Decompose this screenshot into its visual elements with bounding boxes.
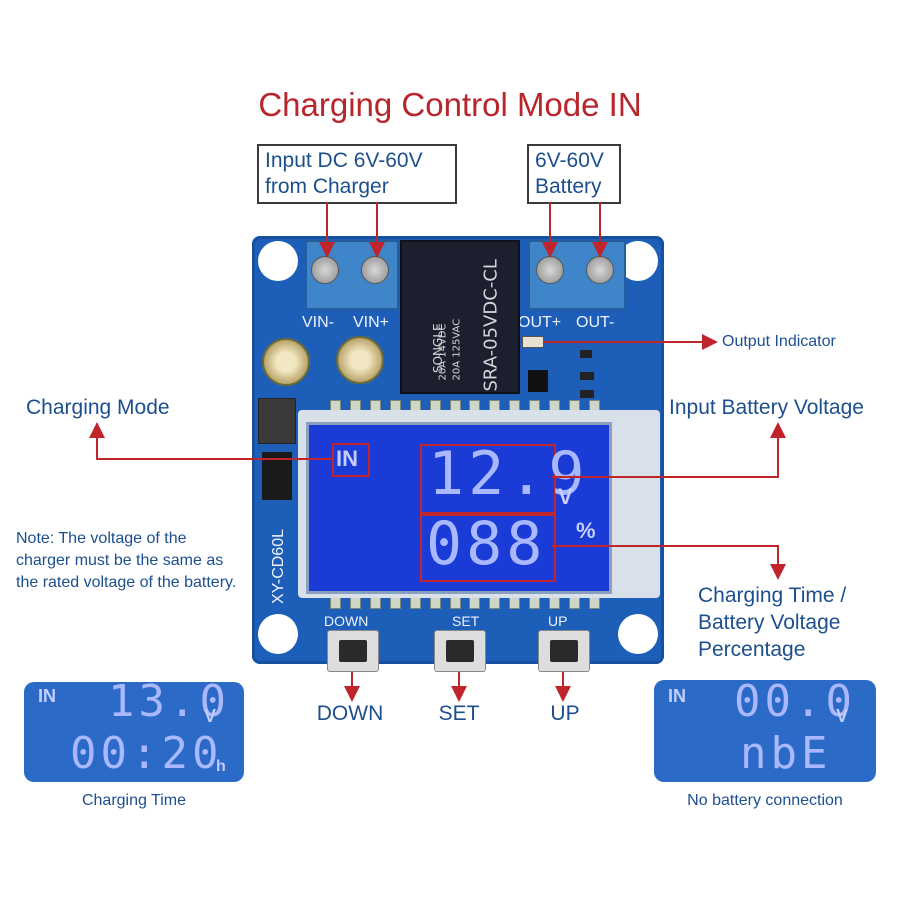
out-plus-label: OUT+ xyxy=(518,314,562,331)
mini-mode: IN xyxy=(668,686,686,706)
up-button[interactable] xyxy=(538,630,590,672)
smd-component xyxy=(580,350,592,358)
arrow-charging-mode xyxy=(89,422,332,460)
charging-time-lcd xyxy=(24,682,244,782)
arrow-charging-time xyxy=(552,545,786,580)
voltage-highlight xyxy=(420,444,556,514)
mode-highlight xyxy=(332,443,370,477)
mini-voltage-unit: V xyxy=(836,706,849,726)
vin-minus-label: VIN- xyxy=(302,314,334,331)
button-cap[interactable] xyxy=(550,640,578,662)
smd-component xyxy=(580,372,594,380)
screw xyxy=(536,256,564,284)
transistor xyxy=(528,370,548,392)
board-up-label: UP xyxy=(548,613,568,629)
arrow-input-battery-voltage xyxy=(552,422,786,478)
mini-status: nbE xyxy=(740,728,832,779)
output-indicator-annotation: Output Indicator xyxy=(722,333,836,350)
button-cap[interactable] xyxy=(446,640,474,662)
lcd-voltage: 12.9 xyxy=(428,439,589,509)
diagram-title: Charging Control Mode IN xyxy=(258,86,642,123)
capacitor xyxy=(336,336,384,384)
no-battery-caption: No battery connection xyxy=(687,792,843,809)
up-label: UP xyxy=(550,702,580,725)
lcd-percent: 088 xyxy=(426,509,547,579)
board-down-label: DOWN xyxy=(324,613,369,629)
screw xyxy=(586,256,614,284)
set-button[interactable] xyxy=(434,630,486,672)
lcd-mode: IN xyxy=(336,446,358,471)
mini-voltage: 13.0 xyxy=(108,676,230,727)
down-label: DOWN xyxy=(316,702,384,725)
main-lcd xyxy=(306,422,612,594)
relay xyxy=(400,240,520,394)
charging-mode-annotation: Charging Mode xyxy=(26,396,170,419)
charging-time-annotation: Charging Time / Battery Voltage Percenta… xyxy=(698,584,847,661)
out-minus-label: OUT- xyxy=(576,314,615,331)
inductor xyxy=(258,398,296,444)
mini-voltage-unit: V xyxy=(204,706,217,726)
board-set-label: SET xyxy=(452,613,480,629)
set-label: SET xyxy=(438,702,480,725)
lcd-voltage-unit: V xyxy=(558,484,573,509)
mount-hole xyxy=(258,241,298,281)
mini-time: 00:20 xyxy=(70,728,223,779)
battery-label: 6V-60V Battery xyxy=(527,144,621,204)
mini-voltage: 00.0 xyxy=(734,676,856,727)
button-cap[interactable] xyxy=(339,640,367,662)
mini-time-unit: h xyxy=(216,758,226,775)
no-battery-lcd xyxy=(654,680,876,782)
smd-component xyxy=(580,390,594,398)
input-battery-voltage-annotation: Input Battery Voltage xyxy=(669,396,864,419)
mount-hole xyxy=(258,614,298,654)
mount-hole xyxy=(618,614,658,654)
charging-time-caption: Charging Time xyxy=(81,792,187,809)
percent-highlight xyxy=(420,514,556,582)
input-dc-label: Input DC 6V-60V from Charger xyxy=(257,144,457,204)
note-text: Note: The voltage of the charger must be… xyxy=(16,530,237,591)
output-led xyxy=(522,336,544,348)
mini-mode: IN xyxy=(38,686,56,706)
capacitor xyxy=(262,338,310,386)
lcd-percent-unit: % xyxy=(576,518,596,543)
vin-plus-label: VIN+ xyxy=(353,314,390,331)
down-button[interactable] xyxy=(327,630,379,672)
